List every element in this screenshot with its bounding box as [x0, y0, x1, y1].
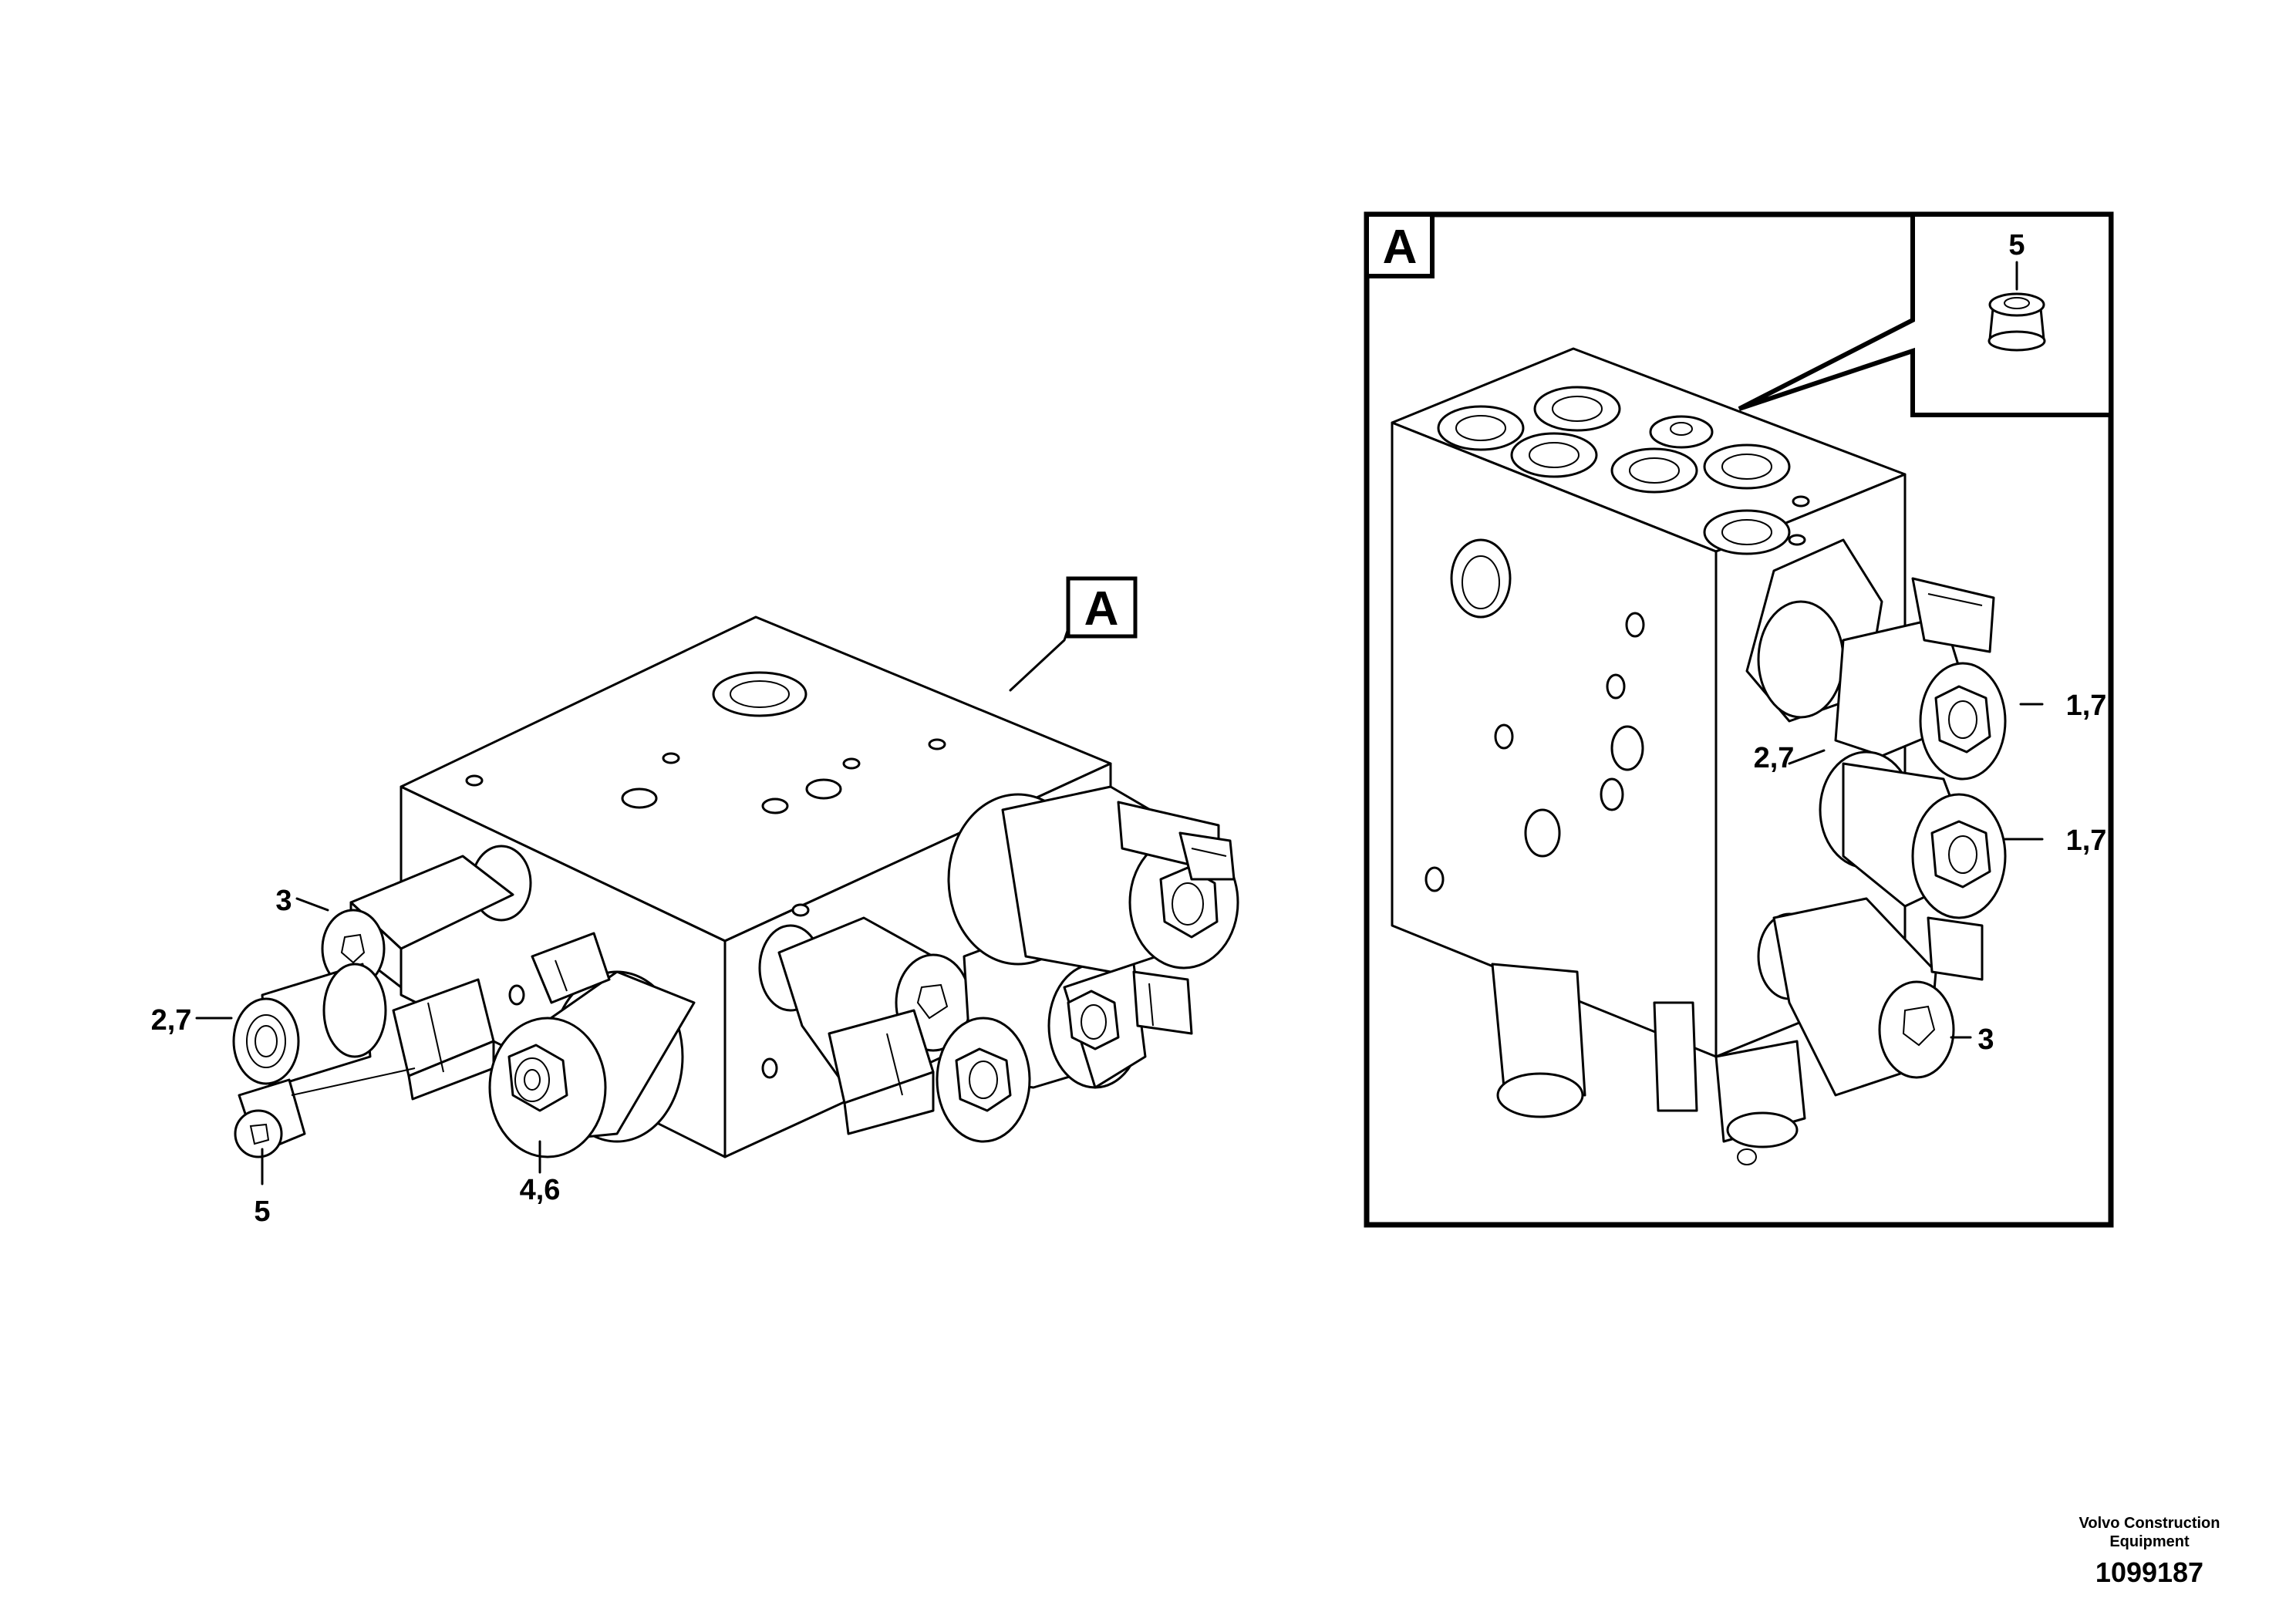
brand-label: Volvo Construction Equipment — [2065, 1514, 2234, 1551]
inset-callout-5: 5 — [2008, 229, 2025, 261]
detail-tag: A — [1383, 221, 1418, 274]
detail-bottom-components — [1491, 963, 1806, 1165]
detail-view-a: A 5 — [1364, 211, 2114, 1228]
cartridge-3 — [321, 845, 532, 989]
detail-callout-1-7-lower: 1,7 — [2066, 824, 2107, 857]
inset-plug-5: 5 — [1988, 229, 2046, 352]
plug-2-7 — [232, 963, 387, 1089]
main-callouts: 3 2,7 5 4,6 — [151, 885, 561, 1228]
main-valve-assembly — [232, 615, 1239, 1158]
detail-cartridge-3 — [1757, 897, 1984, 1097]
right-connector-upper — [1117, 801, 1236, 881]
loose-plug-5 — [234, 1078, 306, 1158]
brand-line-2: Equipment — [2109, 1533, 2190, 1550]
callout-2-7: 2,7 — [151, 1004, 192, 1037]
detail-callout-1-7-upper: 1,7 — [2066, 690, 2107, 722]
brand-line-1: Volvo Construction — [2079, 1515, 2220, 1532]
right-connector-lower — [828, 1009, 935, 1135]
svg-text:A: A — [1084, 582, 1119, 636]
detail-callout-3: 3 — [1977, 1023, 1994, 1056]
detail-callouts: 1,7 2,7 1,7 3 — [1754, 690, 2107, 1056]
right-solenoid-2 — [1047, 963, 1147, 1089]
right-solenoid-top — [947, 785, 1239, 973]
solenoid-4-6 — [488, 932, 696, 1158]
callout-3: 3 — [275, 885, 292, 917]
detail-callout-2-7: 2,7 — [1754, 742, 1795, 774]
detail-solenoid-upper — [1745, 538, 2007, 781]
callout-5: 5 — [254, 1195, 270, 1228]
detail-solenoid-middle — [1819, 750, 2007, 919]
detail-tag-box — [1364, 212, 1435, 278]
right-connector-mid — [1132, 970, 1193, 1035]
main-detail-tag: A — [1066, 576, 1138, 639]
document-number: 1099187 — [2095, 1556, 2204, 1588]
callout-4-6: 4,6 — [520, 1174, 561, 1206]
